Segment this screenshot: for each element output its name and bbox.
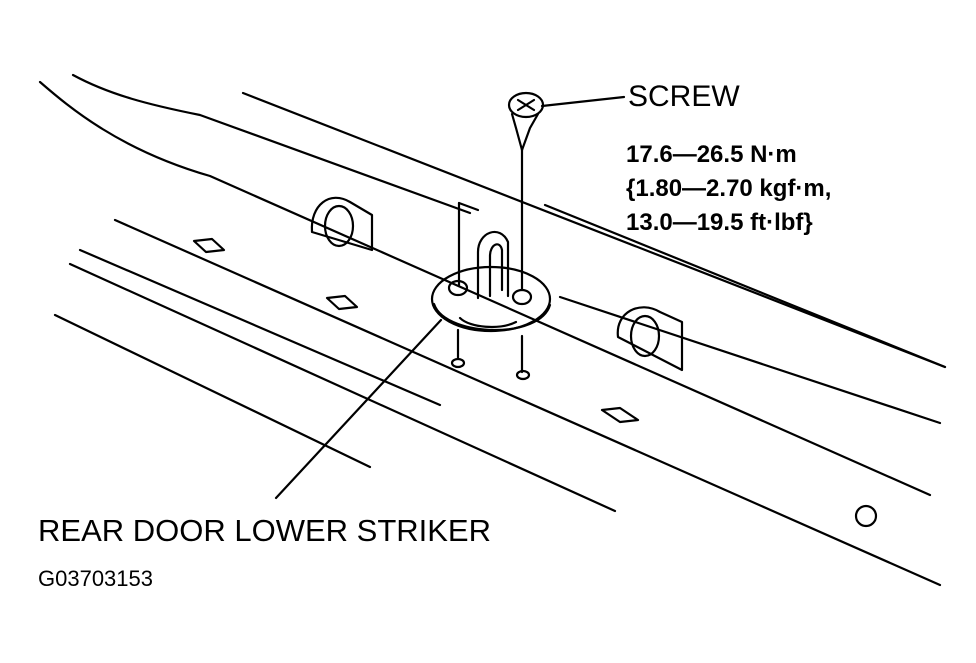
sill-edge-3: [78, 248, 442, 407]
panel-top-edge: [71, 73, 472, 215]
striker-loop-inner: [488, 243, 504, 298]
screw-leader: [540, 95, 626, 108]
boss-right: [616, 306, 684, 372]
torque-spec-line: 17.6—26.5 N·m: [626, 141, 797, 168]
left-guide-top: [457, 201, 480, 212]
torque-spec-line: 13.0—19.5 ft·lbf}: [626, 209, 813, 236]
body-hole-left: [450, 357, 466, 369]
boss-right-hole: [629, 314, 661, 358]
screw-shank: [510, 112, 540, 152]
boss-left-hole: [323, 204, 355, 248]
screw-label: SCREW: [628, 80, 740, 113]
striker-base-thickness: [432, 302, 552, 332]
striker-label: REAR DOOR LOWER STRIKER: [38, 513, 491, 548]
panel-upper-edge: [38, 80, 932, 497]
plate-hole-right: [511, 288, 533, 306]
panel-flange-upper: [543, 203, 947, 369]
torque-spec-line: {1.80—2.70 kgf·m,: [626, 175, 832, 202]
sill-edge-2: [68, 262, 617, 513]
body-hole: [854, 504, 878, 528]
slot-2: [325, 294, 359, 311]
striker-leader: [274, 318, 443, 500]
figure-code: G03703153: [38, 566, 153, 591]
striker-loop: [476, 230, 510, 300]
torque-spec: 17.6—26.5 N·m {1.80—2.70 kgf·m, 13.0—19.…: [626, 138, 831, 240]
panel-step-edge: [558, 295, 942, 425]
slot-3: [600, 406, 640, 424]
sill-edge-1: [113, 218, 942, 587]
body-hole-right: [515, 369, 531, 381]
striker-loop-foot: [458, 316, 518, 328]
boss-left: [310, 196, 374, 252]
panel-rear-edge: [241, 91, 947, 369]
slot-1: [192, 237, 226, 254]
sill-edge-4: [53, 313, 372, 469]
screw-cross-2: [516, 98, 536, 112]
